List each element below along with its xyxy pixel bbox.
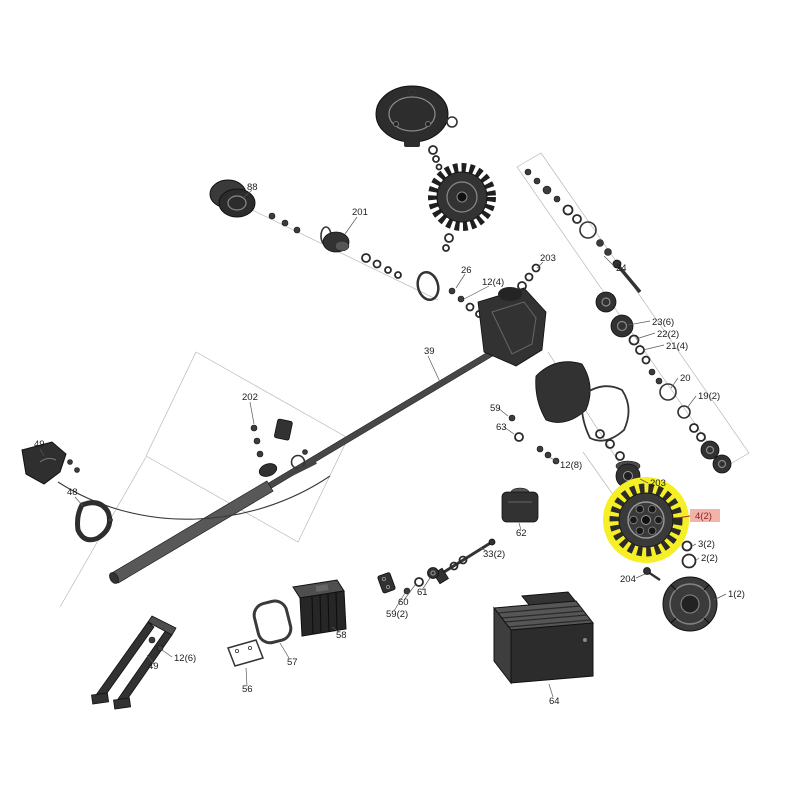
part-label-60: 60 xyxy=(398,597,409,608)
part-label-62: 62 xyxy=(516,528,527,539)
part-label-61: 61 xyxy=(417,587,428,598)
part-label-12-6: 12(6) xyxy=(174,653,196,664)
part-label-1-2: 1(2) xyxy=(728,589,745,600)
gasket-ring xyxy=(252,599,293,645)
spool-housing xyxy=(662,576,718,632)
upper-shaft-assembly-201 xyxy=(209,179,440,302)
support-legs xyxy=(91,615,177,710)
part-label-59a: 59 xyxy=(490,403,501,414)
part-label-56: 56 xyxy=(242,684,253,695)
part-label-22-2: 22(2) xyxy=(657,329,679,340)
part-label-48: 48 xyxy=(67,487,78,498)
selected-callout-background xyxy=(690,509,720,522)
part-label-64: 64 xyxy=(549,696,560,707)
part-label-4-2[interactable]: 4(2) xyxy=(695,511,712,522)
small-motor xyxy=(615,460,641,489)
head-motor xyxy=(501,487,539,523)
part-label-202: 202 xyxy=(242,392,258,403)
part-label-2-2: 2(2) xyxy=(701,553,718,564)
blade-gear xyxy=(428,163,496,252)
part-label-49a: 49 xyxy=(34,439,45,450)
part-label-23-6: 23(6) xyxy=(652,317,674,328)
hardware-61-60-59 xyxy=(377,567,439,595)
leader-lines xyxy=(39,189,727,698)
throttle-cable xyxy=(57,475,331,520)
part-label-88: 88 xyxy=(247,182,258,193)
highlighted-part-spool-gear[interactable] xyxy=(603,477,689,563)
guard-shields xyxy=(508,361,630,465)
part-labels: 88 201 26 12(4) 203 24 23(6) 22(2) 21(4)… xyxy=(34,182,745,707)
part-label-20: 20 xyxy=(680,373,691,384)
auxiliary-handle xyxy=(75,500,113,543)
part-label-203b: 203 xyxy=(650,478,666,489)
shaft-tube xyxy=(109,341,509,584)
part-label-21-4: 21(4) xyxy=(666,341,688,352)
clamp-hardware-202 xyxy=(250,418,317,478)
spool-hardware xyxy=(643,540,697,582)
part-label-12-8: 12(8) xyxy=(560,460,582,471)
gearbox-housing xyxy=(477,263,547,367)
part-label-26: 26 xyxy=(461,265,472,276)
part-label-203a: 203 xyxy=(540,253,556,264)
part-label-3-2: 3(2) xyxy=(698,539,715,550)
battery-charger xyxy=(493,591,594,685)
motor-cover xyxy=(375,85,458,171)
part-label-201: 201 xyxy=(352,207,368,218)
mount-plate xyxy=(227,639,264,667)
selected-part-callout[interactable]: 4(2) xyxy=(676,509,720,522)
part-label-19-2: 19(2) xyxy=(698,391,720,402)
part-label-49b: 49 xyxy=(148,661,159,672)
part-label-33-2: 33(2) xyxy=(483,549,505,560)
battery-pack xyxy=(292,579,347,637)
part-label-59-2: 59(2) xyxy=(386,609,408,620)
part-label-63: 63 xyxy=(496,422,507,433)
part-label-204: 204 xyxy=(620,574,636,585)
part-label-57: 57 xyxy=(287,657,298,668)
trigger-handle xyxy=(21,441,80,485)
part-label-58: 58 xyxy=(336,630,347,641)
drive-shaft-segment xyxy=(433,538,496,585)
part-label-24: 24 xyxy=(616,263,627,274)
part-label-12-4: 12(4) xyxy=(482,277,504,288)
hardware-series-right xyxy=(524,168,732,474)
part-label-39: 39 xyxy=(424,346,435,357)
